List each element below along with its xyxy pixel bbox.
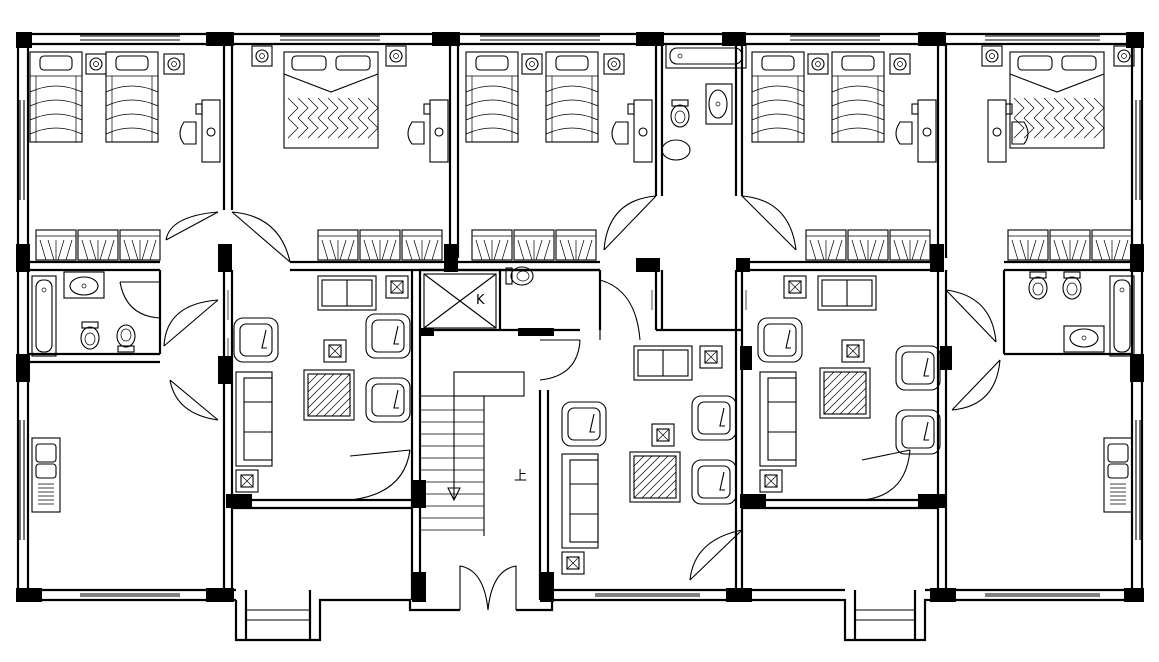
structural-columns xyxy=(16,32,1144,602)
stair-core: K 上 xyxy=(420,266,534,536)
shaft-label: K xyxy=(476,293,485,308)
furniture xyxy=(29,43,1135,575)
stair-label: 上 xyxy=(514,469,527,484)
windows xyxy=(19,35,1141,597)
doors xyxy=(119,195,1001,611)
outer-walls xyxy=(16,32,1144,642)
interior-walls xyxy=(28,44,1132,600)
